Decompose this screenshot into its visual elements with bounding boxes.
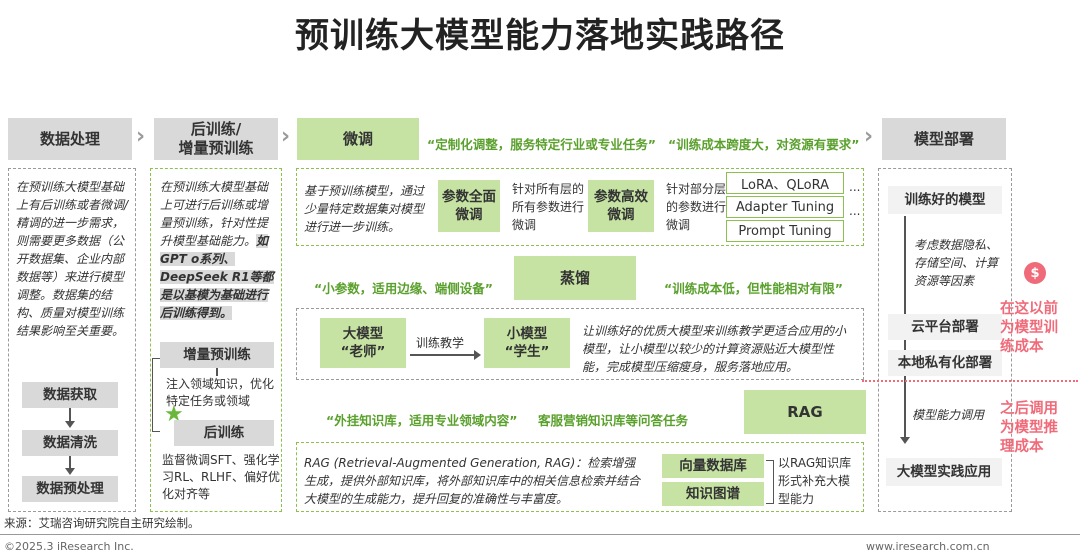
box-student-model: 小模型 “学生”: [484, 318, 570, 368]
footer-site: www.iresearch.com.cn: [866, 540, 990, 553]
box-knowledge-graph: 知识图谱: [662, 482, 764, 506]
efficient-finetune-desc: 针对部分层的参数进行微调: [666, 182, 727, 232]
footer-source: 来源：艾瑞咨询研究院自主研究绘制。: [4, 516, 200, 530]
arrow-line: [69, 456, 71, 470]
data-processing-panel: [8, 168, 136, 512]
money-bag-icon: $: [1024, 262, 1046, 284]
distill-arrow-label: 训练教学: [416, 336, 465, 350]
box-practice-app: 大模型实践应用: [886, 458, 1002, 486]
finetune-panel: [296, 168, 864, 246]
finetune-quote-2: “训练成本跨度大，对资源有要求”: [668, 137, 860, 152]
footer-copyright: ©2025.3 iResearch Inc.: [4, 540, 134, 553]
arrow-line: [216, 368, 218, 376]
method-prompt: Prompt Tuning: [726, 220, 844, 242]
step-data-preprocess: 数据预处理: [22, 476, 118, 502]
box-full-param-finetune: 参数全面微调: [438, 180, 500, 232]
arrow-line: [69, 408, 71, 422]
box-incremental-pretrain: 增量预训练: [160, 342, 274, 368]
method-lora: LoRA、QLoRA: [726, 172, 844, 194]
note-training-cost: 在这以前为模型训练成本: [1000, 301, 1058, 355]
bracket-line: [766, 460, 774, 504]
header-data-processing: 数据处理: [8, 118, 132, 160]
step-data-acquire: 数据获取: [22, 382, 118, 408]
rag-side-desc: 以RAG知识库形式补充大模型能力: [778, 456, 852, 506]
box-local-deploy: 本地私有化部署: [888, 350, 1002, 376]
incremental-desc: 注入领域知识，优化特定任务或领域: [166, 377, 275, 408]
rag-desc: RAG (Retrieval-Augmented Generation, RAG…: [304, 456, 641, 506]
method-adapter: Adapter Tuning: [726, 196, 844, 218]
data-processing-desc: 在预训练大模型基础上有后训练或者微调/精调的进一步需求，则需要更多数据（公开数据…: [16, 180, 129, 338]
rag-panel: [296, 442, 864, 512]
post-training-panel: [150, 168, 282, 512]
distill-quote-2: “训练成本低，但性能相对有限”: [664, 281, 843, 296]
chevron-right-icon: ›: [864, 124, 874, 149]
arrow-down-icon: [900, 437, 910, 444]
box-post-training: 后训练: [174, 420, 274, 446]
finetune-desc: 基于预训练模型，通过少量特定数据集对模型进行进一步训练。: [304, 184, 425, 234]
box-efficient-finetune: 参数高效微调: [588, 180, 654, 232]
distill-panel: [296, 308, 864, 380]
chevron-right-icon: ›: [136, 124, 146, 149]
step-data-clean: 数据清洗: [22, 430, 118, 456]
model-call-label: 模型能力调用: [912, 408, 985, 422]
deploy-panel: [878, 168, 1012, 512]
header-finetune: 微调: [297, 118, 419, 160]
chevron-right-icon: ›: [281, 124, 291, 149]
header-post-training: 后训练/ 增量预训练: [154, 118, 278, 160]
header-rag: RAG: [744, 390, 866, 434]
full-finetune-desc: 针对所有层的所有参数进行微调: [512, 182, 585, 232]
bracket-line: [152, 358, 160, 432]
arrow-down-icon: [65, 468, 75, 475]
arrow-right-icon: [474, 350, 481, 360]
footer-divider: [0, 534, 1080, 535]
distill-quote-1: “小参数，适用边缘、端侧设备”: [314, 281, 493, 296]
deploy-consider-desc: 考虑数据隐私、存储空间、计算资源等因素: [914, 238, 999, 288]
distill-desc: 让训练好的优质大模型来训练教学更适合应用的小模型，让小模型以较少的计算资源贴近大…: [582, 324, 847, 374]
rag-quote-2: 客服营销知识库等问答任务: [538, 413, 689, 428]
box-cloud-deploy: 云平台部署: [888, 314, 1002, 340]
rag-quote-1: “外挂知识库，适用专业领域内容”: [326, 413, 518, 428]
arrow-down-icon: [65, 421, 75, 428]
header-distill: 蒸馏: [514, 256, 636, 300]
arrow-line: [410, 354, 476, 356]
box-teacher-model: 大模型 “老师”: [320, 318, 406, 368]
ellipsis: ...: [849, 180, 861, 194]
note-inference-cost: 之后调用为模型推理成本: [1000, 401, 1058, 455]
post-training-desc-main: 在预训练大模型基础上可进行后训练或增量预训练，针对性提升模型基础能力。: [160, 180, 269, 248]
post-training-box-desc: 监督微调SFT、强化学习RL、RLHF、偏好优化对齐等: [162, 453, 280, 501]
cost-divider: [862, 380, 1078, 382]
header-model-deploy: 模型部署: [882, 118, 1006, 160]
finetune-quote-1: “定制化调整，服务特定行业或专业任务”: [427, 137, 656, 152]
ellipsis: ...: [849, 204, 861, 218]
box-vector-db: 向量数据库: [662, 454, 764, 478]
box-trained-model: 训练好的模型: [888, 186, 1002, 214]
post-training-desc: 在预训练大模型基础上可进行后训练或增量预训练，针对性提升模型基础能力。如GPT …: [160, 178, 278, 322]
page-title: 预训练大模型能力落地实践路径: [295, 16, 785, 56]
